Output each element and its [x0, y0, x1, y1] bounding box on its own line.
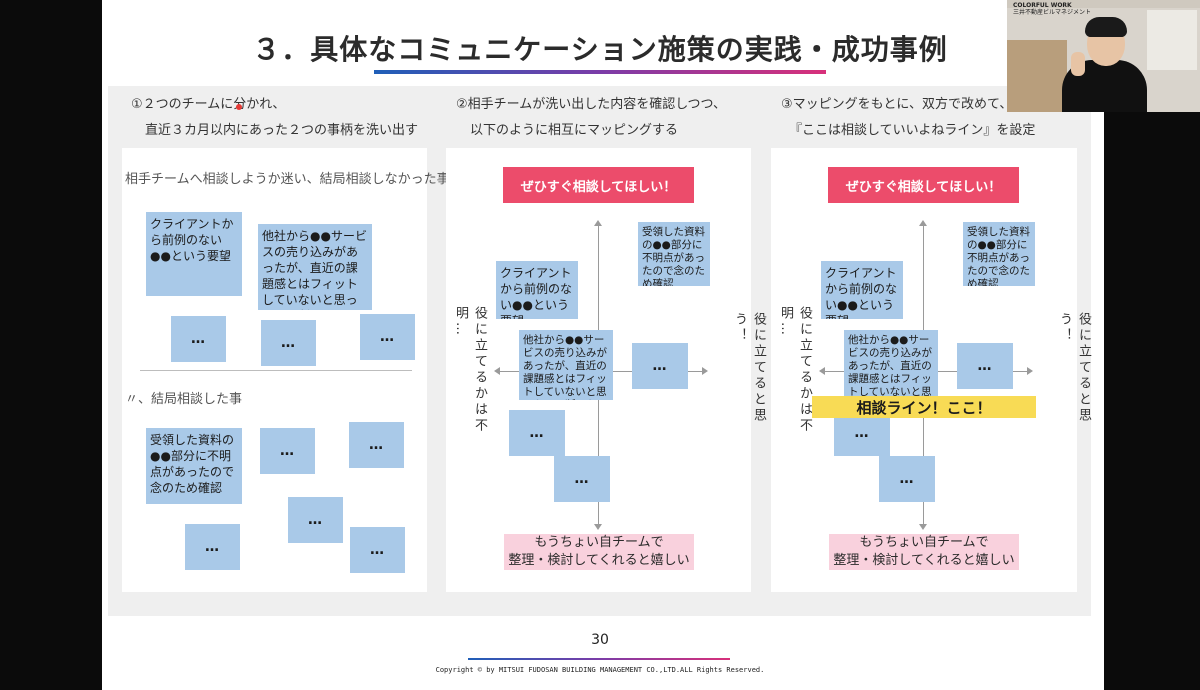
- sticky-note-received-docs[interactable]: 受領した資料の●●部分に不明点があったので念のため確認: [146, 428, 242, 504]
- sticky-note-client[interactable]: クライアントから前例のない●●という要望: [821, 261, 903, 319]
- sticky-note-received-docs[interactable]: 受領した資料の●●部分に不明点があったので念のため確認: [963, 222, 1035, 286]
- arrow-up-icon: [594, 216, 602, 226]
- consult-line-banner: 相談ライン！ここ！: [812, 396, 1036, 418]
- bottom-label-line1: もうちょい自チームで: [859, 535, 989, 550]
- sticky-note-client[interactable]: クライアントから前例のない●●という要望: [496, 261, 578, 319]
- slide-title: ３．具体なコミュニケーション施策の実践・成功事例: [252, 33, 948, 66]
- axis-label-uncertain: 役に立てるかは不明…: [453, 306, 487, 434]
- sticky-note-client[interactable]: クライアントから前例のない●●という要望: [146, 212, 242, 296]
- sticky-note-received-docs[interactable]: 受領した資料の●●部分に不明点があったので念のため確認: [638, 222, 710, 286]
- sticky-note-ellipsis[interactable]: …: [288, 497, 343, 543]
- step-2-line1: ②相手チームが洗い出した内容を確認しつつ、: [456, 97, 726, 112]
- label-please-consult: ぜひすぐ相談してほしい！: [503, 167, 694, 203]
- bottom-label-line2: 整理・検討してくれると嬉しい: [508, 553, 690, 568]
- label-sort-out-first: もうちょい自チームで 整理・検討してくれると嬉しい: [504, 534, 694, 570]
- arrow-left-icon: [490, 367, 500, 375]
- bottom-label-line1: もうちょい自チームで: [534, 535, 664, 550]
- background-window: [1147, 10, 1197, 70]
- arrow-right-icon: [702, 367, 712, 375]
- pointer-cursor: [236, 104, 242, 110]
- section-consulted-label: 〃、結局相談した事: [125, 392, 243, 407]
- label-please-consult: ぜひすぐ相談してほしい！: [828, 167, 1019, 203]
- sticky-note-ellipsis[interactable]: …: [260, 428, 315, 474]
- sticky-note-other-company[interactable]: 他社から●●サービスの売り込みがあったが、直近の課題感とはフィットしていないと思…: [258, 224, 372, 310]
- copyright-text: Copyright © by MITSUI FUDOSAN BUILDING M…: [435, 666, 765, 674]
- arrow-right-icon: [1027, 367, 1037, 375]
- axis-label-useful: 役に立てると思う！: [732, 312, 766, 424]
- presenter-hair: [1085, 17, 1127, 37]
- sticky-note-ellipsis[interactable]: …: [957, 343, 1013, 389]
- axis-label-useful: 役に立てると思う！: [1057, 312, 1091, 424]
- sticky-note-ellipsis[interactable]: …: [350, 527, 405, 573]
- section-divider: [140, 370, 412, 371]
- sticky-note-ellipsis[interactable]: …: [360, 314, 415, 360]
- step-2-heading: ②相手チームが洗い出した内容を確認しつつ、 以下のように相互にマッピングする: [456, 92, 726, 144]
- sticky-note-other-company[interactable]: 他社から●●サービスの売り込みがあったが、直近の課題感とはフィットしていないと思…: [519, 330, 613, 400]
- video-logo-line2: 三井不動産ビルマネジメント: [1013, 9, 1092, 16]
- presenter-video[interactable]: COLORFUL WORK 三井不動産ビルマネジメント: [1007, 0, 1200, 112]
- step-3-heading: ③マッピングをもとに、双方で改めて、 『ここは相談していいよねライン』を設定: [781, 92, 1035, 144]
- video-logo: COLORFUL WORK 三井不動産ビルマネジメント: [1013, 2, 1091, 16]
- footer-underline: [468, 658, 730, 660]
- arrow-down-icon: [919, 524, 927, 534]
- sticky-note-ellipsis[interactable]: …: [261, 320, 316, 366]
- sticky-note-ellipsis[interactable]: …: [509, 410, 565, 456]
- step-1-line1: ①２つのチームに分かれ、: [131, 97, 286, 112]
- sticky-note-ellipsis[interactable]: …: [879, 456, 935, 502]
- video-logo-line1: COLORFUL WORK: [1013, 2, 1072, 9]
- page-number: 30: [591, 632, 609, 648]
- label-sort-out-first: もうちょい自チームで 整理・検討してくれると嬉しい: [829, 534, 1019, 570]
- background-shelf: [1007, 40, 1067, 112]
- arrow-left-icon: [815, 367, 825, 375]
- presenter-hand: [1071, 52, 1085, 76]
- sticky-note-other-company[interactable]: 他社から●●サービスの売り込みがあったが、直近の課題感とはフィットしていないと思…: [844, 330, 938, 400]
- arrow-down-icon: [594, 524, 602, 534]
- bottom-label-line2: 整理・検討してくれると嬉しい: [833, 553, 1015, 568]
- title-underline: [374, 70, 826, 74]
- video-header-bar: [1007, 0, 1200, 8]
- sticky-note-ellipsis[interactable]: …: [554, 456, 610, 502]
- step-1-line2: 直近３カ月以内にあった２つの事柄を洗い出す: [145, 123, 419, 138]
- arrow-up-icon: [919, 216, 927, 226]
- sticky-note-ellipsis[interactable]: …: [632, 343, 688, 389]
- section-not-consulted-label: 相手チームへ相談しようか迷い、結局相談しなかった事: [125, 172, 450, 187]
- step-2-line2: 以下のように相互にマッピングする: [470, 123, 679, 138]
- step-1-heading: ①２つのチームに分かれ、 直近３カ月以内にあった２つの事柄を洗い出す: [131, 92, 418, 144]
- step-3-line2: 『ここは相談していいよねライン』を設定: [789, 123, 1036, 138]
- sticky-note-ellipsis[interactable]: …: [349, 422, 404, 468]
- step-3-line1: ③マッピングをもとに、双方で改めて、: [781, 97, 1013, 112]
- sticky-note-ellipsis[interactable]: …: [171, 316, 226, 362]
- sticky-note-ellipsis[interactable]: …: [185, 524, 240, 570]
- axis-label-uncertain: 役に立てるかは不明…: [778, 306, 812, 434]
